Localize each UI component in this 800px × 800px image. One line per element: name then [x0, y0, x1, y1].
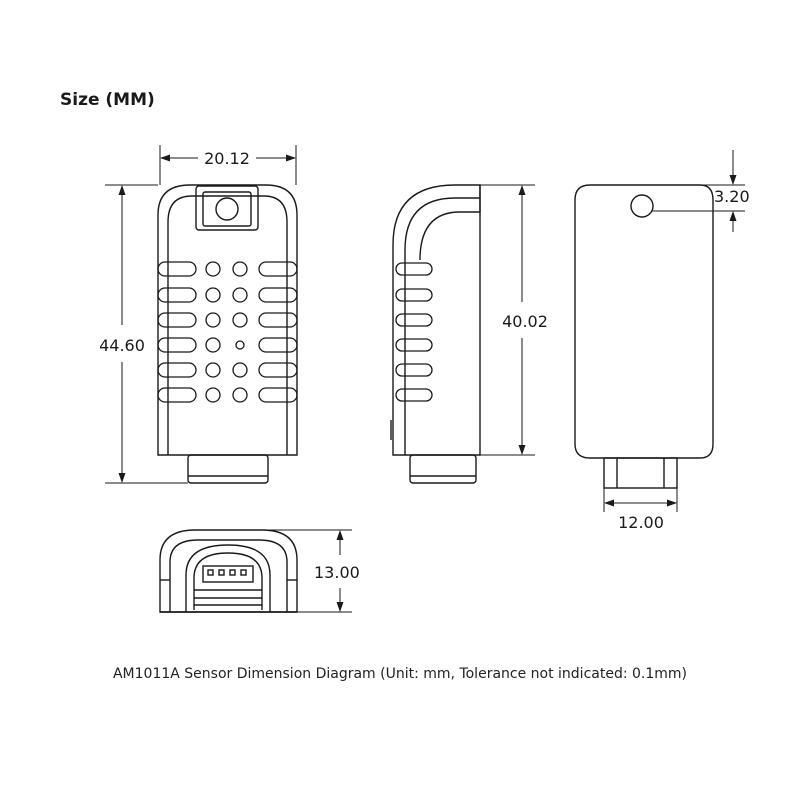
side-vent-slots	[395, 262, 433, 402]
front-hole-1-0	[205, 287, 221, 303]
front-inner-outline	[167, 195, 288, 455]
front-slot-left-3	[157, 337, 197, 353]
front-slot-right-4	[258, 362, 298, 378]
front-hole-3-1	[235, 340, 245, 350]
front-hole-5-0	[205, 387, 221, 403]
front-hole-2-0	[205, 312, 221, 328]
side-curve-inner	[404, 197, 480, 455]
front-height-label: 44.60	[99, 336, 145, 355]
bottom-view	[159, 529, 298, 613]
side-slot-5	[395, 388, 433, 402]
front-sensor-window	[195, 185, 259, 231]
front-hole-0-1	[232, 261, 248, 277]
front-slot-right-0	[258, 261, 298, 277]
back-body-outline	[574, 184, 714, 459]
side-view	[390, 184, 481, 484]
page-title: Size (MM)	[60, 90, 155, 110]
side-height-label: 40.02	[502, 312, 548, 331]
back-connector	[603, 457, 678, 489]
front-slot-left-1	[157, 287, 197, 303]
front-slot-left-4	[157, 362, 197, 378]
side-slot-4	[395, 363, 433, 377]
front-slot-right-5	[258, 387, 298, 403]
front-slot-right-2	[258, 312, 298, 328]
back-view	[574, 184, 714, 489]
bottom-body-outline	[159, 529, 298, 613]
front-vent-slots	[157, 261, 298, 403]
front-vent-holes	[205, 261, 248, 403]
front-body-outline	[157, 184, 298, 456]
front-connector	[187, 454, 269, 484]
front-slot-left-0	[157, 261, 197, 277]
front-hole-5-1	[232, 387, 248, 403]
front-slot-left-5	[157, 387, 197, 403]
connector-width-label: 12.00	[618, 513, 664, 532]
dim-bottom-depth	[262, 529, 352, 613]
dim-front-width	[159, 145, 297, 185]
dim-connector-width	[603, 488, 678, 512]
bottom-connector-socket	[185, 544, 271, 612]
diagram-caption: AM1011A Sensor Dimension Diagram (Unit: …	[112, 666, 688, 682]
back-mount-hole	[630, 194, 654, 218]
side-connector	[409, 454, 477, 484]
front-width-label: 20.12	[204, 149, 250, 168]
hole-offset-label: 3.20	[714, 187, 750, 206]
side-slot-0	[395, 262, 433, 276]
front-view	[157, 184, 298, 484]
front-hole-4-1	[232, 362, 248, 378]
front-hole-0-0	[205, 261, 221, 277]
side-slot-2	[395, 313, 433, 327]
front-hole-2-1	[232, 312, 248, 328]
bottom-depth-label: 13.00	[314, 563, 360, 582]
front-hole-1-1	[232, 287, 248, 303]
side-slot-3	[395, 338, 433, 352]
dim-hole-offset	[652, 150, 745, 232]
front-slot-left-2	[157, 312, 197, 328]
dim-side-height	[480, 184, 535, 456]
front-hole-4-0	[205, 362, 221, 378]
front-slot-right-3	[258, 337, 298, 353]
side-body-outline	[392, 184, 481, 456]
dim-front-height	[105, 184, 188, 484]
front-slot-right-1	[258, 287, 298, 303]
side-slot-1	[395, 288, 433, 302]
front-hole-3-0	[205, 337, 221, 353]
